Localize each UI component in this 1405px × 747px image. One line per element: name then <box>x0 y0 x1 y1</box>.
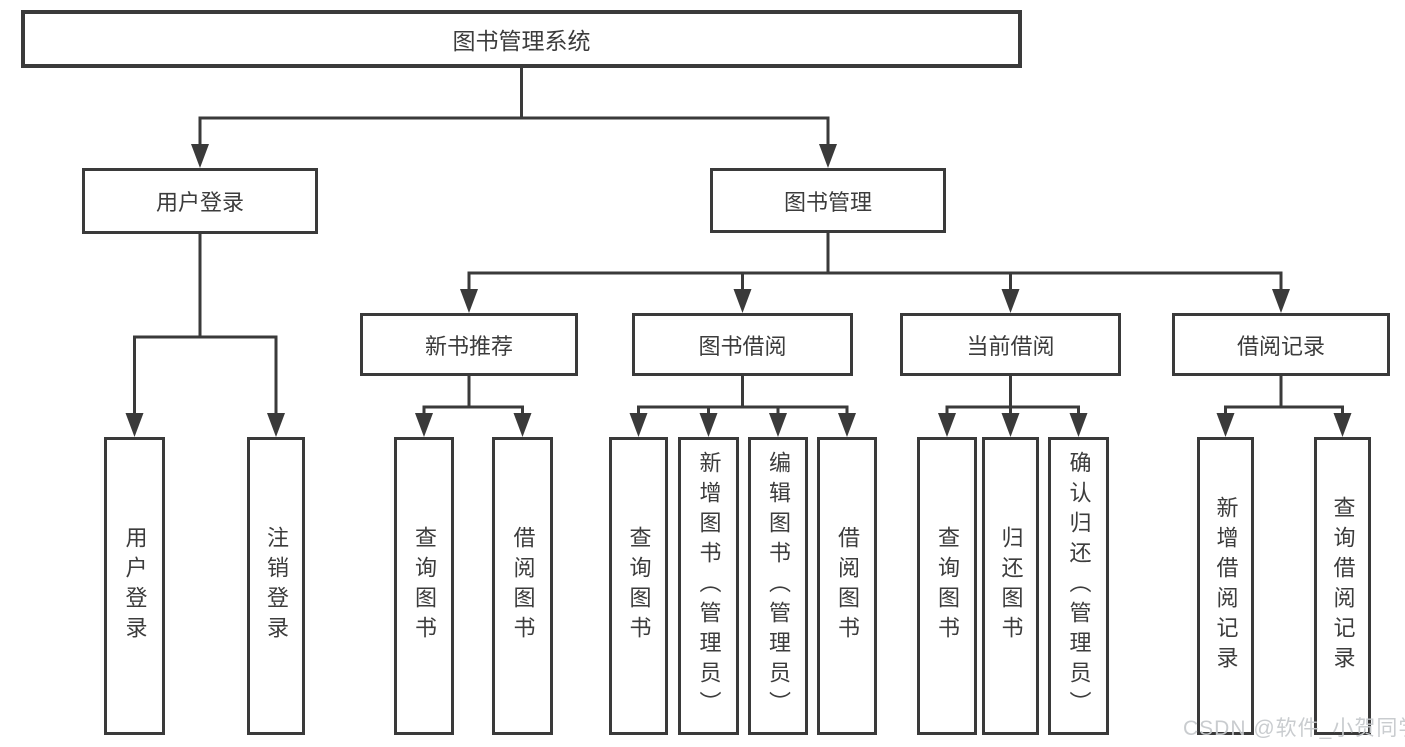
node-current-borrow: 当前借阅 <box>900 313 1121 376</box>
arrowheads <box>125 144 1352 437</box>
node-book-borrow-label: 图书借阅 <box>698 333 787 359</box>
leaf-logout-label: 注销登录 <box>264 526 289 646</box>
node-user-login-label: 用户登录 <box>155 190 244 215</box>
leaf-query-books-current: 查询图书 <box>917 437 977 735</box>
leaf-confirm-return-admin: 确认归还（管理员） <box>1048 437 1109 735</box>
leaf-query-borrow-record-label: 查询借阅记录 <box>1330 496 1356 676</box>
leaf-user-login: 用户登录 <box>104 437 165 735</box>
node-new-book-recommend-label: 新书推荐 <box>424 333 513 359</box>
node-borrow-records-label: 借阅记录 <box>1236 333 1325 359</box>
node-new-book-recommend: 新书推荐 <box>360 313 578 376</box>
leaf-return-books: 归还图书 <box>982 437 1039 735</box>
leaf-query-books-borrow: 查询图书 <box>609 437 668 735</box>
leaf-query-books-borrow-label: 查询图书 <box>626 526 652 646</box>
leaf-borrow-books-recommend: 借阅图书 <box>492 437 553 735</box>
leaf-return-books-label: 归还图书 <box>998 526 1024 646</box>
node-borrow-records: 借阅记录 <box>1172 313 1390 376</box>
leaf-logout: 注销登录 <box>247 437 305 735</box>
node-root-label: 图书管理系统 <box>452 28 591 54</box>
leaf-borrow-books-recommend-label: 借阅图书 <box>510 526 536 646</box>
leaf-query-books-recommend-label: 查询图书 <box>412 526 437 646</box>
leaf-add-borrow-record-label: 新增借阅记录 <box>1213 496 1239 676</box>
leaf-add-books-admin-label: 新增图书（管理员） <box>696 451 722 721</box>
leaf-borrow-books-borrow: 借阅图书 <box>817 437 877 735</box>
node-book-management: 图书管理 <box>710 168 946 233</box>
node-user-login: 用户登录 <box>82 168 318 234</box>
leaf-user-login-label: 用户登录 <box>122 526 148 646</box>
node-root-system: 图书管理系统 <box>21 10 1022 68</box>
leaf-edit-books-admin-label: 编辑图书（管理员） <box>766 451 791 721</box>
node-book-management-label: 图书管理 <box>783 189 872 215</box>
leaf-borrow-books-borrow-label: 借阅图书 <box>835 526 860 646</box>
leaf-query-borrow-record: 查询借阅记录 <box>1314 437 1371 735</box>
node-current-borrow-label: 当前借阅 <box>966 333 1055 359</box>
leaf-add-books-admin: 新增图书（管理员） <box>678 437 739 735</box>
leaf-query-books-recommend: 查询图书 <box>394 437 454 735</box>
node-book-borrow: 图书借阅 <box>632 313 853 376</box>
leaf-edit-books-admin: 编辑图书（管理员） <box>748 437 808 735</box>
csdn-watermark: CSDN @软件_小贺同学 <box>1183 717 1405 740</box>
leaf-query-books-current-label: 查询图书 <box>935 526 960 646</box>
leaf-confirm-return-admin-label: 确认归还（管理员） <box>1066 451 1092 721</box>
leaf-add-borrow-record: 新增借阅记录 <box>1197 437 1254 735</box>
